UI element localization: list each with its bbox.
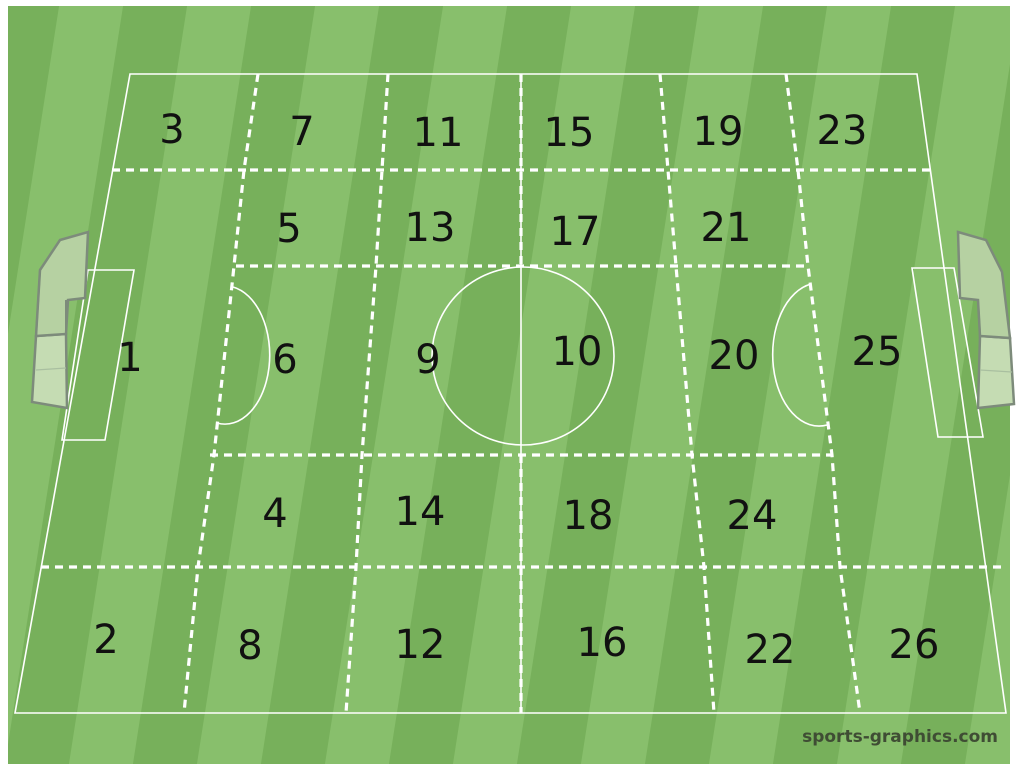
- zone-label-4: 4: [262, 491, 287, 537]
- zone-label-20: 20: [709, 333, 760, 379]
- zone-label-13: 13: [405, 205, 456, 251]
- zone-label-24: 24: [727, 493, 778, 539]
- zone-label-7: 7: [289, 109, 314, 155]
- zone-label-16: 16: [577, 620, 628, 666]
- zone-label-3: 3: [159, 107, 184, 153]
- zone-label-6: 6: [272, 337, 297, 383]
- zone-label-9: 9: [415, 337, 440, 383]
- zone-label-26: 26: [889, 622, 940, 668]
- zone-label-18: 18: [563, 493, 614, 539]
- zone-label-12: 12: [395, 622, 446, 668]
- zone-label-2: 2: [93, 617, 118, 663]
- zone-label-8: 8: [237, 623, 262, 669]
- watermark-text: sports-graphics.com: [802, 727, 998, 747]
- zone-label-14: 14: [395, 489, 446, 535]
- zone-label-21: 21: [701, 205, 752, 251]
- zone-label-10: 10: [552, 329, 603, 375]
- zone-label-23: 23: [817, 108, 868, 154]
- zone-label-1: 1: [117, 335, 142, 381]
- zone-label-19: 19: [693, 109, 744, 155]
- zone-label-15: 15: [544, 110, 595, 156]
- zone-label-25: 25: [852, 329, 903, 375]
- zone-label-11: 11: [413, 110, 464, 156]
- zone-label-22: 22: [745, 627, 796, 673]
- zone-label-5: 5: [276, 206, 301, 252]
- zone-label-17: 17: [550, 209, 601, 255]
